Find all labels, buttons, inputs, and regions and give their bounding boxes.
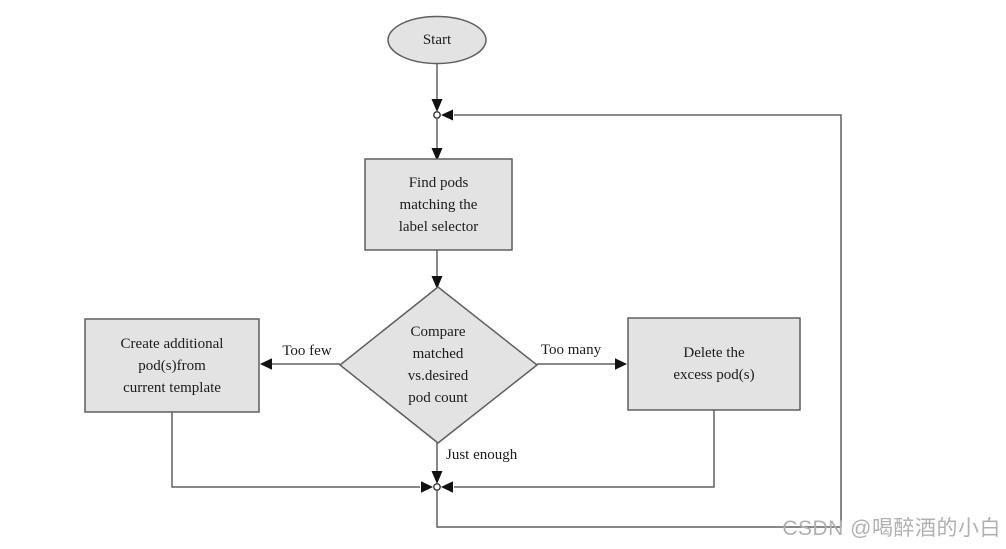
arrowhead-into-find-box (431, 148, 443, 161)
arrowhead-into-bottom-junction-from-right (441, 481, 453, 493)
connector-create-to-bottom-junction (171, 412, 420, 488)
arrowhead-into-bottom-junction-from-top (431, 471, 443, 484)
arrowhead-into-compare-diamond (431, 276, 443, 289)
bottom-junction-dot (433, 483, 441, 491)
create-pods-box (84, 318, 260, 413)
delete-pods-box (627, 317, 801, 411)
arrowhead-into-top-junction-from-start (431, 99, 443, 112)
top-junction-dot (433, 111, 441, 119)
find-pods-box (364, 158, 513, 251)
start-ellipse (387, 15, 487, 65)
connector-delete-to-bottom-junction (454, 410, 715, 488)
arrowhead-into-top-junction-from-loop (441, 109, 453, 121)
connector-feedback-loop (436, 114, 842, 528)
arrowhead-into-create-box (260, 358, 272, 370)
arrowhead-into-bottom-junction-from-left (421, 481, 433, 493)
arrowhead-into-delete-box (615, 358, 627, 370)
compare-diamond (338, 286, 539, 444)
